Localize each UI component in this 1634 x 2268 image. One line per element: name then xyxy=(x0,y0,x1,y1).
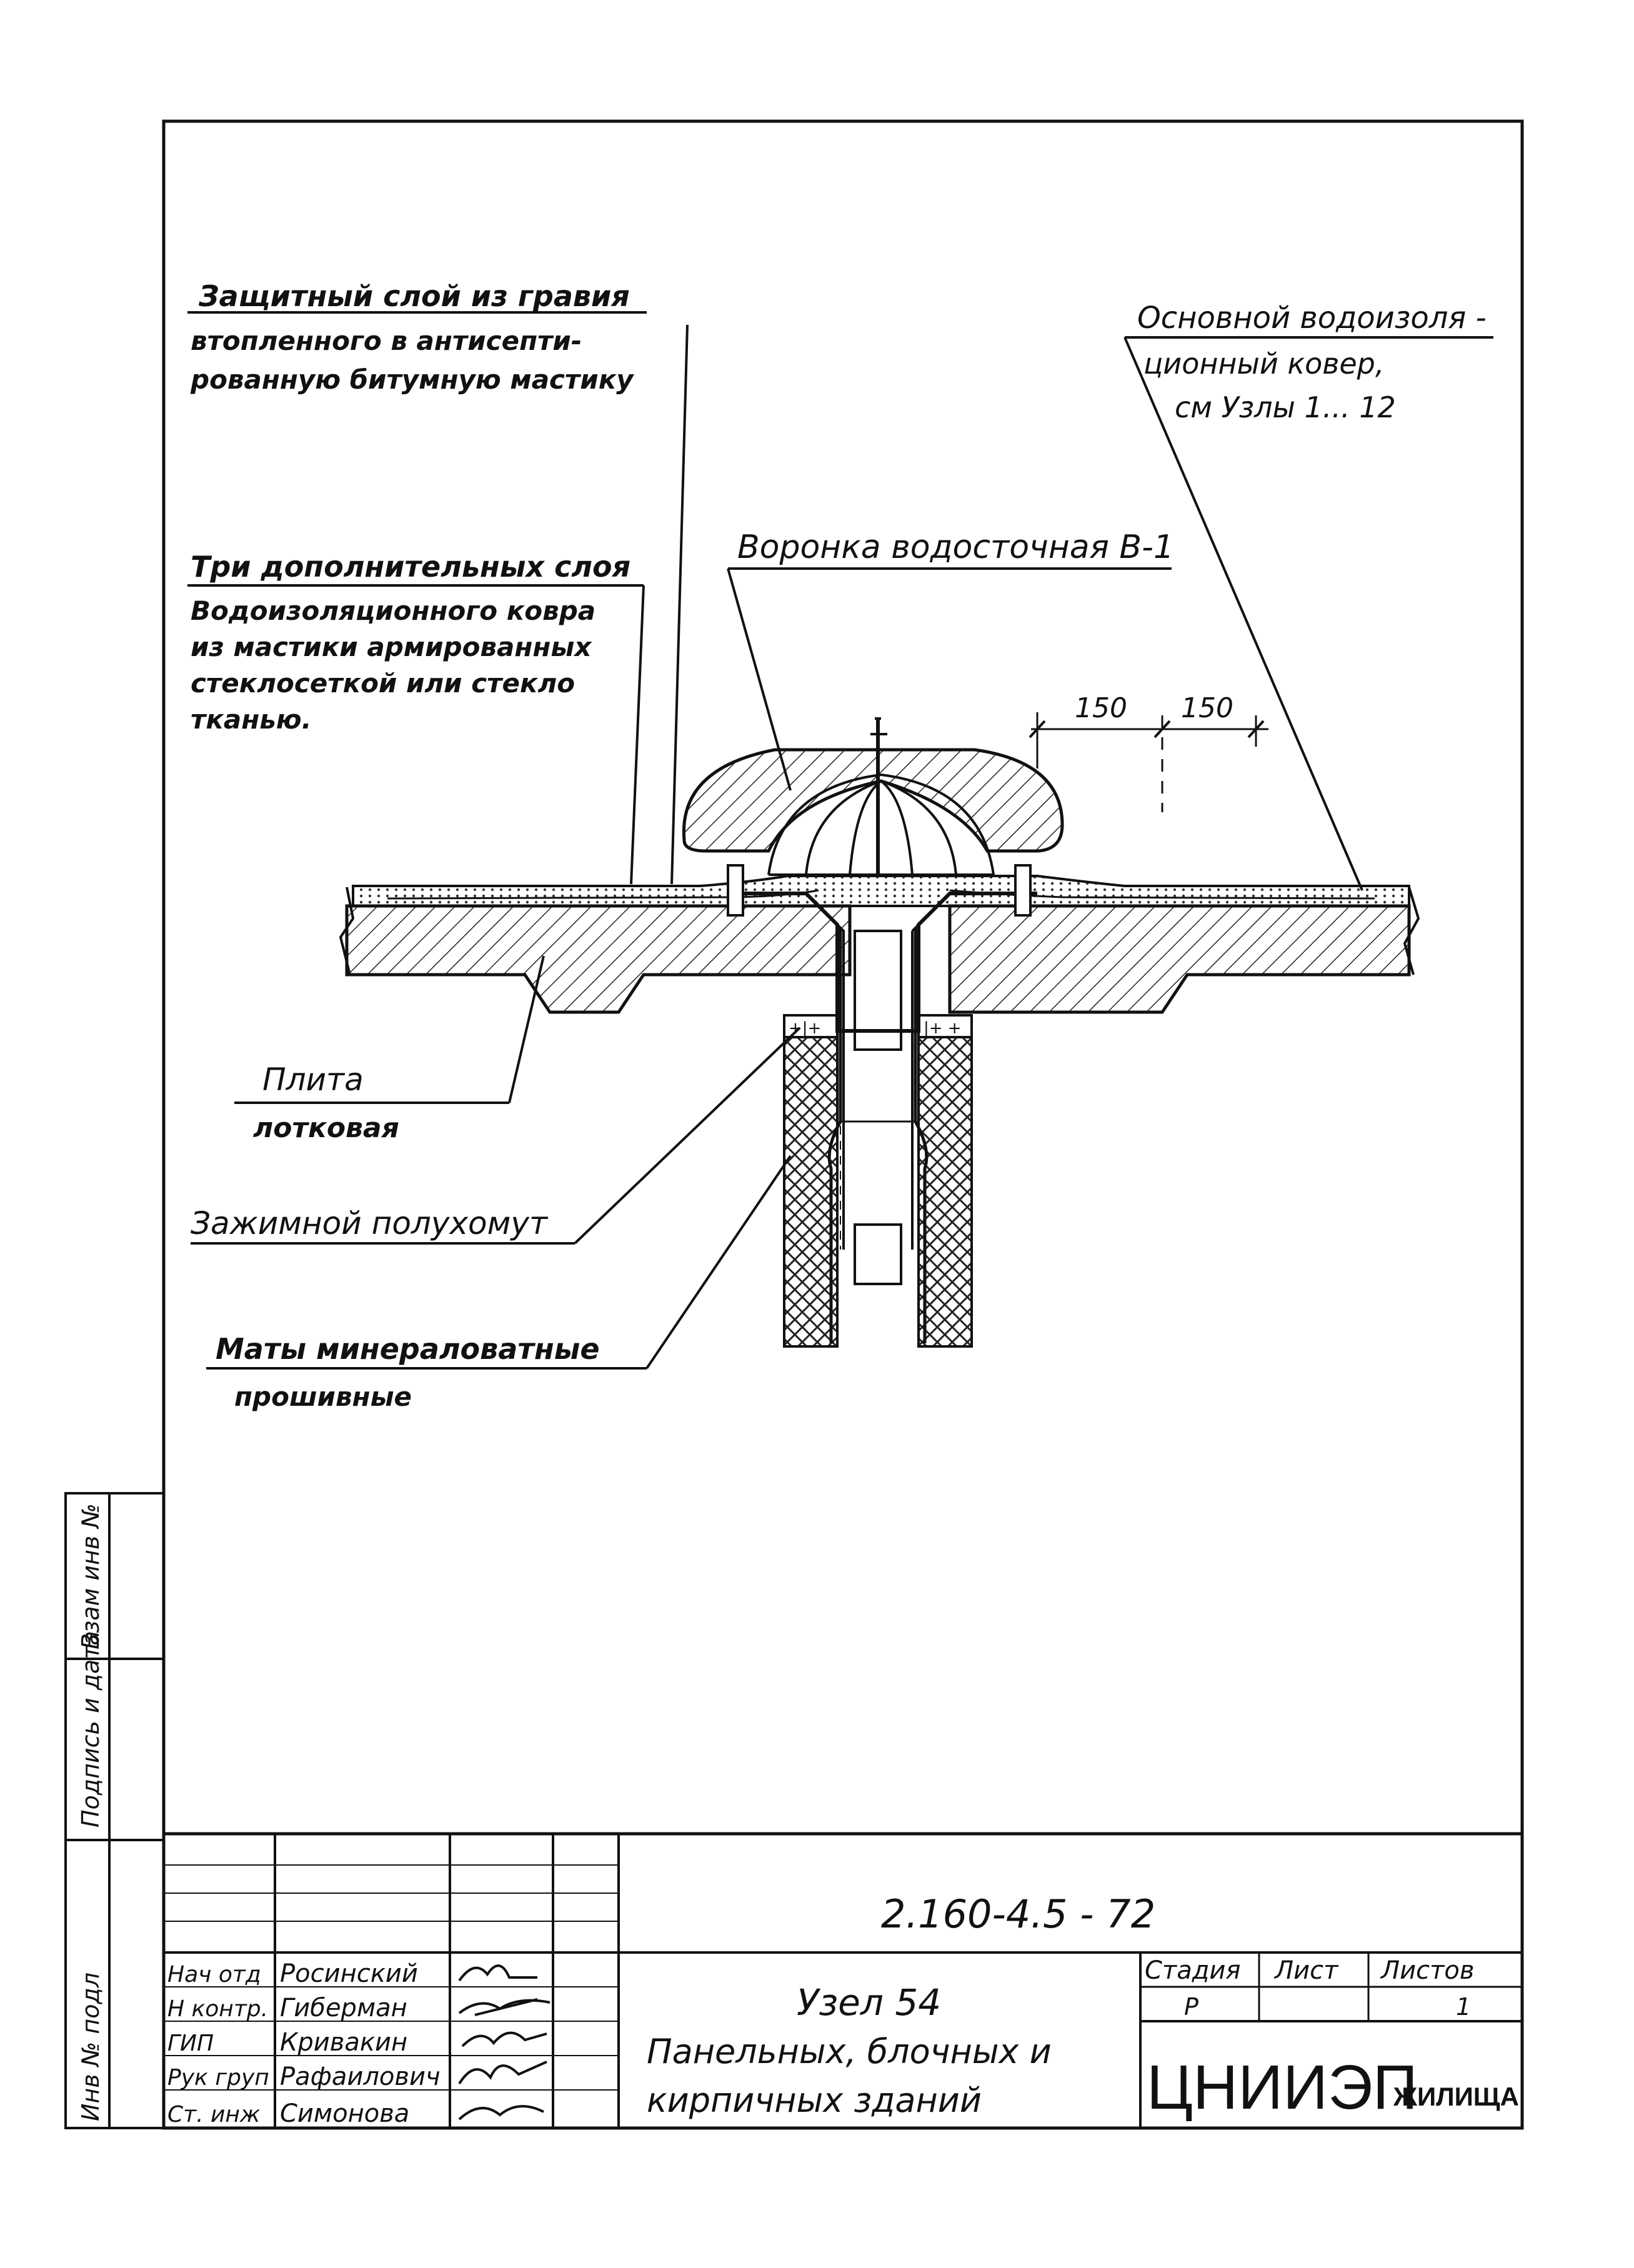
role-1: Нач отд xyxy=(167,1962,261,1987)
dim-right-label: 150 xyxy=(1181,692,1233,724)
bolt-right xyxy=(1014,864,1032,917)
pipe-insert xyxy=(854,930,902,1051)
name-4: Рафаилович xyxy=(280,2062,441,2091)
callout-additional-layers-line1: Три дополнительных слоя xyxy=(191,550,630,584)
slab-break-right xyxy=(1403,887,1420,975)
stage-value: Р xyxy=(1184,1993,1198,2021)
role-3: ГИП xyxy=(167,2031,214,2056)
roofing-carpet xyxy=(352,875,1410,907)
title-line1: Узел 54 xyxy=(797,1981,941,2024)
callout-tray-slab-line1: Плита xyxy=(262,1062,364,1098)
roof-drain-detail: +|+ |+ + xyxy=(339,717,1420,1348)
sheet-header: Лист xyxy=(1273,1956,1339,1985)
signatures xyxy=(458,1964,550,2121)
role-5: Ст. инж xyxy=(167,2102,261,2127)
org-logo: ЦНИИЭП xyxy=(1147,2052,1418,2122)
tray-slab-left xyxy=(345,904,852,1014)
callout-protective-layer-line3: рованную битумную мастику xyxy=(190,364,634,395)
name-2: Гиберман xyxy=(280,1994,407,2022)
funnel-body xyxy=(731,892,1037,1033)
role-2: Н контр. xyxy=(167,1996,268,2022)
callout-clamp-label: Зажимной полухомут xyxy=(191,1205,549,1241)
stamp-inv-original: Инв № подл xyxy=(77,1972,104,2121)
callout-clamp: Зажимной полухомут xyxy=(191,1027,801,1245)
callout-main-carpet: Основной водоизоля - ционный ковер, см У… xyxy=(1123,301,1493,891)
callout-mats: Маты минераловатные прошивные xyxy=(206,1155,792,1412)
stage-header: Стадия xyxy=(1145,1956,1240,1985)
callout-additional-layers: Три дополнительных слоя Водоизоляционног… xyxy=(187,550,645,885)
callout-mats-line2: прошивные xyxy=(234,1381,412,1412)
mineral-wool-mat-right xyxy=(917,1036,973,1348)
callout-additional-layers-line3: из мастики армированных xyxy=(191,632,592,662)
callout-additional-layers-line4: стеклосеткой или стекло xyxy=(191,668,575,699)
callout-tray-slab-line2: лотковая xyxy=(253,1112,399,1144)
callout-protective-layer: Защитный слой из гравия втопленного в ан… xyxy=(187,279,689,885)
slab-break-left xyxy=(339,887,355,975)
name-1: Росинский xyxy=(280,1959,418,1988)
svg-text:|+ +: |+ + xyxy=(924,1019,962,1038)
title-line3: кирпичных зданий xyxy=(647,2081,982,2120)
callout-main-carpet-line2: ционный ковер, xyxy=(1143,347,1385,380)
funnel-grille xyxy=(767,773,995,876)
name-3: Кривакин xyxy=(280,2028,407,2057)
doc-code: 2.160-4.5 - 72 xyxy=(881,1891,1155,1937)
stamp-replaced-inv: Взам инв № xyxy=(77,1503,104,1649)
sheets-value: 1 xyxy=(1456,1993,1471,2021)
dim-left-label: 150 xyxy=(1075,692,1127,724)
role-4: Рук груп xyxy=(167,2065,269,2091)
callout-additional-layers-line2: Водоизоляционного ковра xyxy=(191,595,595,626)
stamp-signature-date: Подпись и дата xyxy=(77,1631,104,1828)
callout-additional-layers-line5: тканью. xyxy=(191,704,312,735)
name-5: Симонова xyxy=(280,2099,409,2128)
callout-funnel: Воронка водосточная В-1 xyxy=(727,529,1174,791)
dimension-150-150: 150 150 xyxy=(1029,692,1268,812)
drain-pipe xyxy=(827,928,929,1343)
side-stamp: Инв № подл Подпись и дата Взам инв № xyxy=(64,1492,165,2129)
bolt-left xyxy=(727,864,744,917)
mineral-wool-mat-left xyxy=(783,1036,839,1348)
funnel-cap xyxy=(682,748,1064,853)
pipe-lower-insert xyxy=(854,1223,902,1285)
callout-protective-layer-line1: Защитный слой из гравия xyxy=(198,279,630,313)
callout-funnel-label: Воронка водосточная В-1 xyxy=(737,529,1174,566)
tray-slab-right xyxy=(948,904,1411,1014)
callout-main-carpet-line1: Основной водоизоля - xyxy=(1137,301,1487,336)
callout-main-carpet-line3: см Узлы 1... 12 xyxy=(1175,390,1396,424)
callout-protective-layer-line2: втопленного в антисепти- xyxy=(191,326,582,356)
org-suffix: ЖИЛИЩА xyxy=(1393,2082,1519,2111)
callout-mats-line1: Маты минераловатные xyxy=(216,1332,600,1366)
title-block: 2.160-4.5 - 72 Нач отд Н контр. ГИП Рук … xyxy=(162,1832,1524,2130)
sheets-header: Листов xyxy=(1380,1956,1474,1985)
callout-tray-slab: Плита лотковая xyxy=(234,955,545,1144)
funnel-inner xyxy=(811,898,945,1250)
title-line2: Панельных, блочных и xyxy=(647,2032,1052,2071)
